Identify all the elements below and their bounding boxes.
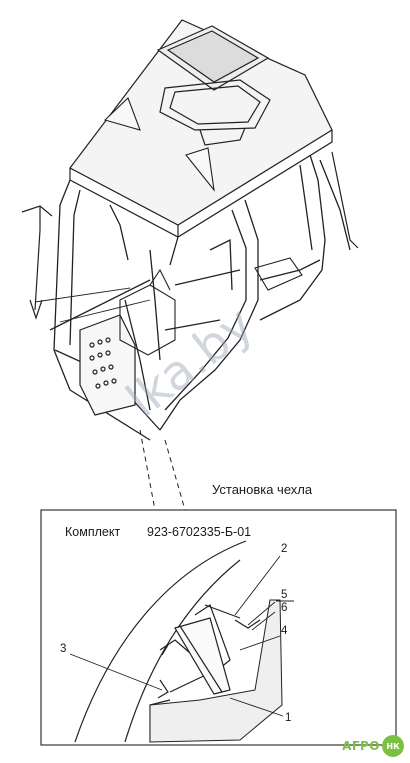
roof-hatch <box>156 25 271 146</box>
agro-logo-badge: НК <box>382 735 404 757</box>
callout-6: 6 <box>281 602 287 614</box>
agro-logo-text: АГРО <box>342 739 380 753</box>
callout-3: 3 <box>60 643 66 655</box>
callout-2: 2 <box>281 543 287 555</box>
callout-4: 4 <box>281 625 288 637</box>
detail-frame <box>40 509 397 746</box>
callout-5: 5 <box>281 589 287 601</box>
control-panel <box>79 314 136 416</box>
window-panel <box>149 599 283 743</box>
sunshade-cover <box>157 604 261 699</box>
cab-callout-lines <box>34 287 151 323</box>
right-mirror <box>331 151 359 249</box>
left-mirror <box>21 205 53 320</box>
seat <box>119 257 303 356</box>
kit-number: 923-6702335-Б-01 <box>147 525 251 539</box>
kit-label: Комплект <box>65 525 120 539</box>
detail-callout-lines <box>69 555 284 717</box>
roof-vents <box>103 97 215 192</box>
watermark: lka.by <box>116 296 264 429</box>
agro-logo: АГРО НК <box>342 735 404 757</box>
leader-lines <box>139 429 186 511</box>
cab-frame <box>49 154 351 441</box>
callout-1: 1 <box>285 712 291 724</box>
caption: Установка чехла <box>212 482 313 497</box>
